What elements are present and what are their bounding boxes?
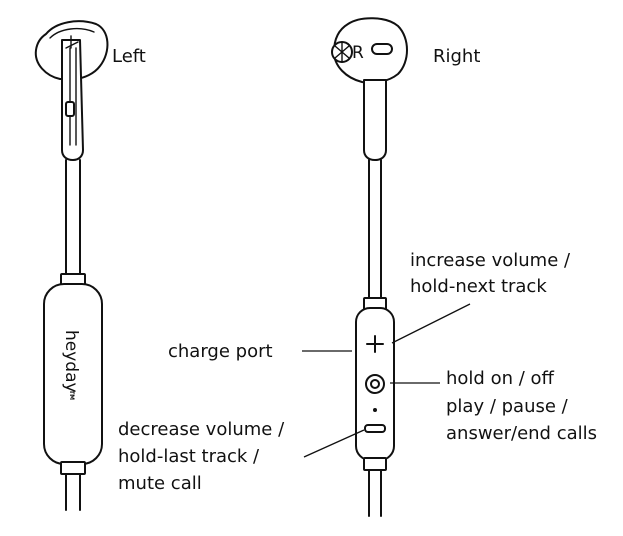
left-stem-notch xyxy=(65,35,79,49)
decrease-volume-leader-line xyxy=(303,429,365,458)
left-earbud-rim xyxy=(49,27,95,39)
decrease-volume-label-line3: mute call xyxy=(118,473,202,494)
left-cable-upper xyxy=(65,159,81,277)
decrease-volume-label-line1: decrease volume / xyxy=(118,419,285,440)
increase-volume-label-line2: hold-next track xyxy=(410,276,547,297)
right-label: Right xyxy=(433,46,480,67)
left-battery-module: heyday TM xyxy=(43,283,103,511)
multifunction-label-line3: answer/end calls xyxy=(446,423,597,444)
plus-icon xyxy=(366,335,384,353)
right-remote xyxy=(355,307,395,517)
increase-volume-leader-line xyxy=(391,303,471,344)
left-earbud-stem xyxy=(61,39,84,161)
left-cable-collar-bottom xyxy=(60,461,86,475)
right-vent-icon xyxy=(371,43,393,55)
multifunction-label-line1: hold on / off xyxy=(446,368,555,389)
right-cable-lower xyxy=(368,469,382,517)
right-cable-upper xyxy=(368,159,382,301)
left-cable-lower xyxy=(65,473,81,511)
left-stem-inner-line xyxy=(69,47,77,146)
right-side-letter: R xyxy=(352,43,364,63)
ring-button-inner-icon xyxy=(370,379,380,389)
minus-icon xyxy=(364,424,386,433)
charge-port-label: charge port xyxy=(168,341,273,362)
left-earbud xyxy=(34,20,109,287)
multifunction-label-line2: play / pause / xyxy=(446,396,569,417)
brand-logo: heyday xyxy=(61,330,81,393)
microphone-dot-icon xyxy=(373,408,377,412)
right-cable-collar-bottom xyxy=(363,457,387,471)
increase-volume-label-line1: increase volume / xyxy=(410,250,571,271)
right-speaker-mesh xyxy=(334,41,350,63)
right-earbud-stem xyxy=(363,79,387,161)
left-label: Left xyxy=(112,46,146,67)
left-stem-slider-icon xyxy=(65,101,75,117)
right-earbud: R xyxy=(331,17,408,311)
brand-trademark: TM xyxy=(68,390,75,400)
decrease-volume-label-line2: hold-last track / xyxy=(118,446,260,467)
